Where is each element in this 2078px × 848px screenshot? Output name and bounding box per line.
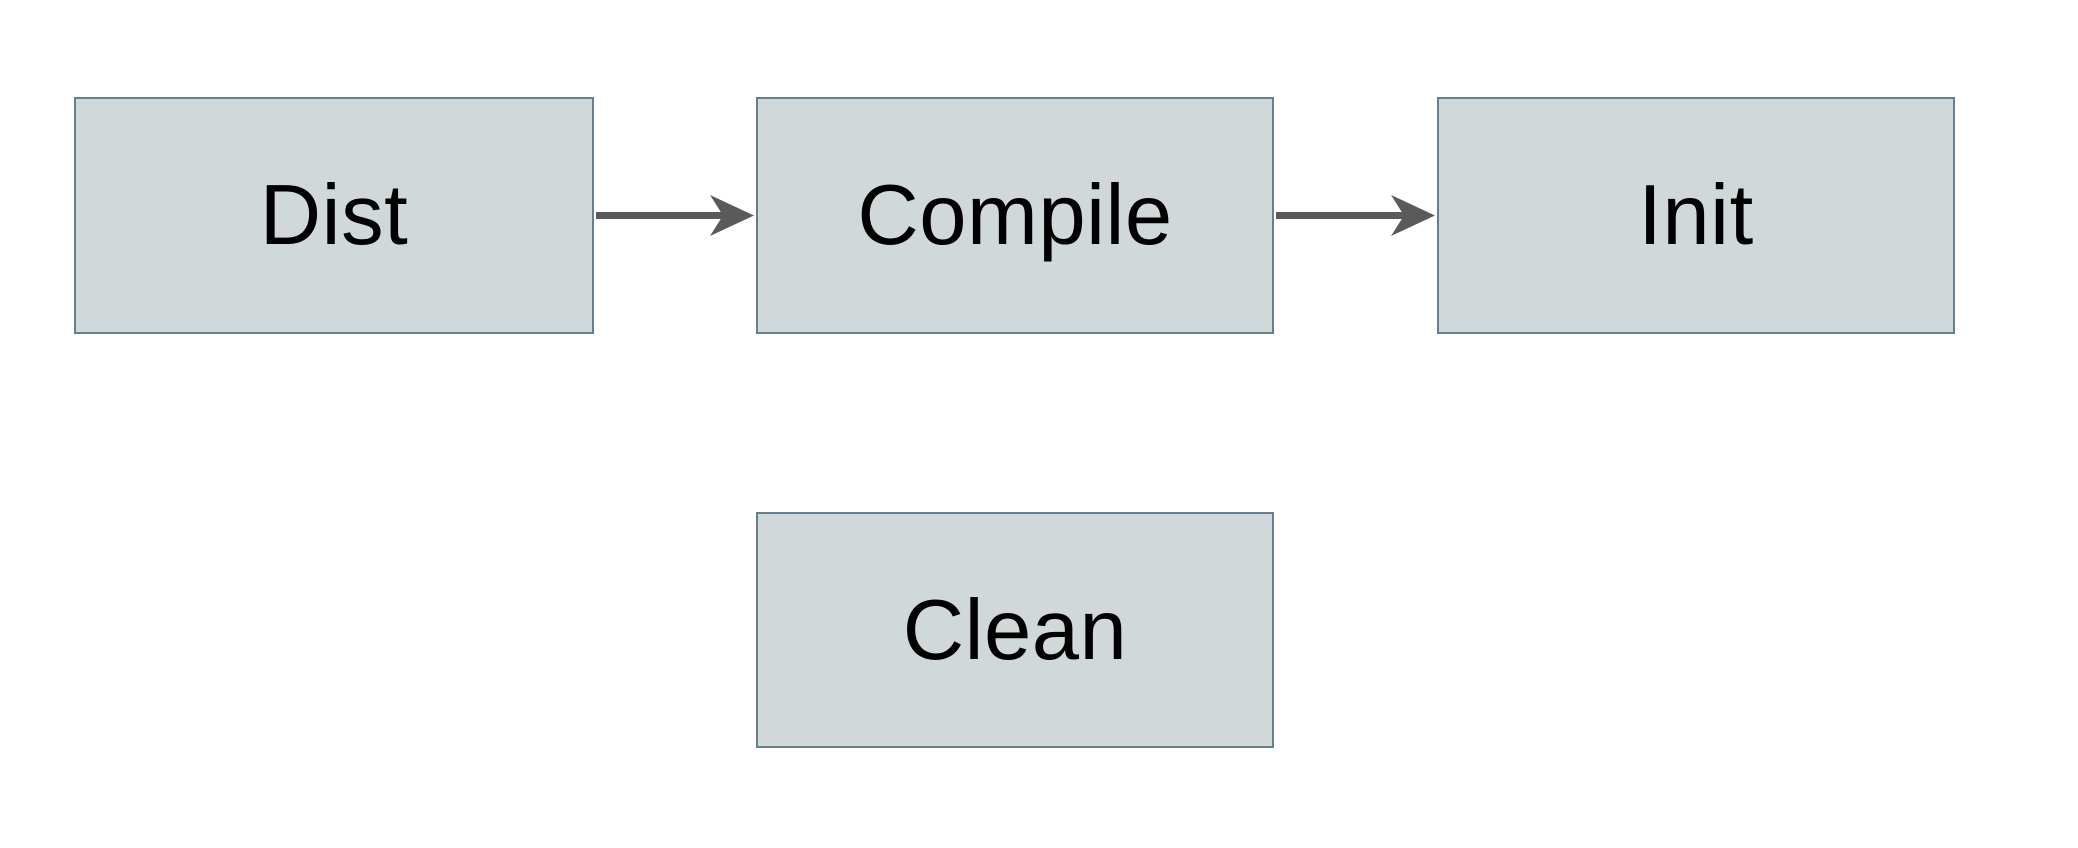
arrow-dist-to-compile — [596, 195, 754, 236]
node-init-label: Init — [1638, 168, 1754, 263]
node-compile: Compile — [756, 97, 1274, 334]
arrow-compile-to-init — [1276, 195, 1435, 236]
node-clean: Clean — [756, 512, 1274, 748]
node-compile-label: Compile — [857, 168, 1173, 263]
node-dist: Dist — [74, 97, 594, 334]
node-clean-label: Clean — [902, 582, 1128, 678]
node-init: Init — [1437, 97, 1955, 334]
node-dist-label: Dist — [259, 168, 409, 263]
